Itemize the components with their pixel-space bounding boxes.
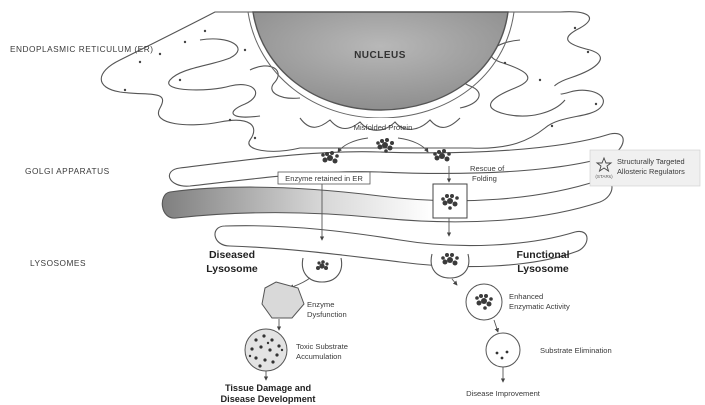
- functional-title-line1: Functional: [516, 249, 569, 261]
- toxic-substrate-line2: Accumulation: [296, 352, 342, 361]
- legend-text-line1: Structurally Targeted: [617, 157, 685, 166]
- golgi-apparatus: [162, 133, 623, 266]
- enzyme-dysfunction-line2: Dysfunction: [307, 310, 347, 319]
- arrow-icon: [494, 320, 498, 332]
- diseased-title-line1: Diseased: [209, 249, 255, 261]
- toxic-substrate-line1: Toxic Substrate: [296, 342, 348, 351]
- functional-title-line2: Lysosome: [517, 263, 569, 275]
- diseased-title-line2: Lysosome: [206, 263, 258, 275]
- legend-text-line2: Allosteric Regulators: [617, 167, 685, 176]
- clean-lysosome: [486, 333, 520, 367]
- misfolded-protein-label: Misfolded Protein: [354, 123, 413, 132]
- substrate-elimination-label: Substrate Elimination: [540, 346, 612, 355]
- diseased-outcome-line2: Disease Development: [221, 394, 316, 404]
- rescue-label-line2: Folding: [472, 174, 497, 183]
- lysosomes-label: LYSOSOMES: [30, 258, 86, 268]
- rescue-label-line1: Rescue of: [470, 164, 505, 173]
- enzyme-retained-label: Enzyme retained in ER: [285, 174, 363, 183]
- er-label: ENDOPLASMIC RETICULUM (ER): [10, 44, 153, 54]
- dysfunctional-enzyme-shape: [262, 282, 304, 318]
- stars-legend: (STARs) Structurally Targeted Allosteric…: [590, 150, 700, 186]
- nucleus-label: NUCLEUS: [354, 50, 406, 61]
- arrow-icon: [452, 279, 457, 285]
- disease-improvement-label: Disease Improvement: [466, 389, 541, 398]
- golgi-label: GOLGI APPARATUS: [25, 166, 110, 176]
- enhanced-activity-line1: Enhanced: [509, 292, 543, 301]
- enzyme-dysfunction-line1: Enzyme: [307, 300, 334, 309]
- stars-badge: (STARs): [595, 174, 613, 179]
- enhanced-activity-line2: Enzymatic Activity: [509, 302, 570, 311]
- diseased-outcome-line1: Tissue Damage and: [225, 383, 311, 393]
